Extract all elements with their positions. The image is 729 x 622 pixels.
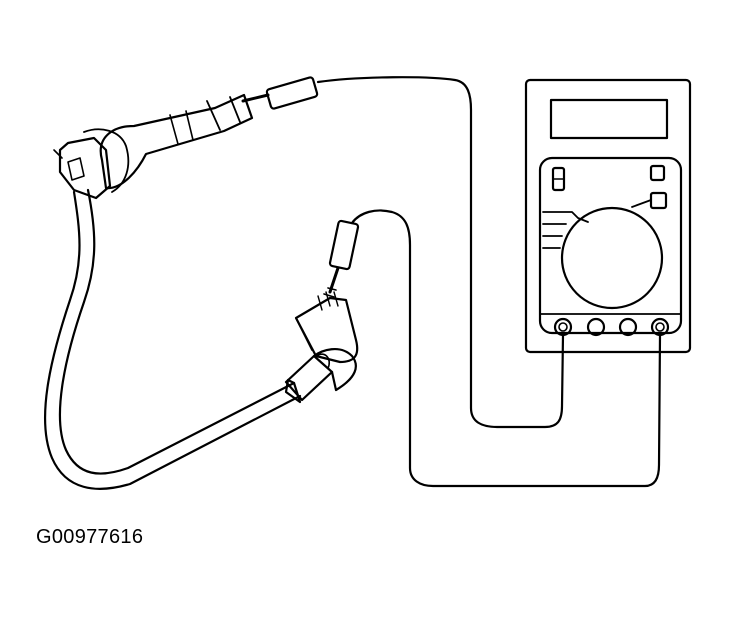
test-lead-1 <box>316 76 565 429</box>
mode-button-icon <box>649 191 668 210</box>
lower-probe-icon <box>323 219 360 298</box>
multimeter-face-panel <box>538 156 683 335</box>
rotary-dial-icon <box>560 206 664 310</box>
input-jack-3 <box>618 317 638 337</box>
hold-button-icon <box>649 164 666 182</box>
figure-id-label: G00977616 <box>36 526 144 548</box>
multimeter-display <box>549 98 669 140</box>
multimeter-icon <box>524 78 692 354</box>
test-lead-2 <box>350 209 662 488</box>
spark-plug-wire-icon <box>43 93 359 490</box>
upper-probe-icon <box>241 76 319 110</box>
multimeter-body <box>524 78 692 354</box>
input-jack-2 <box>586 317 606 337</box>
